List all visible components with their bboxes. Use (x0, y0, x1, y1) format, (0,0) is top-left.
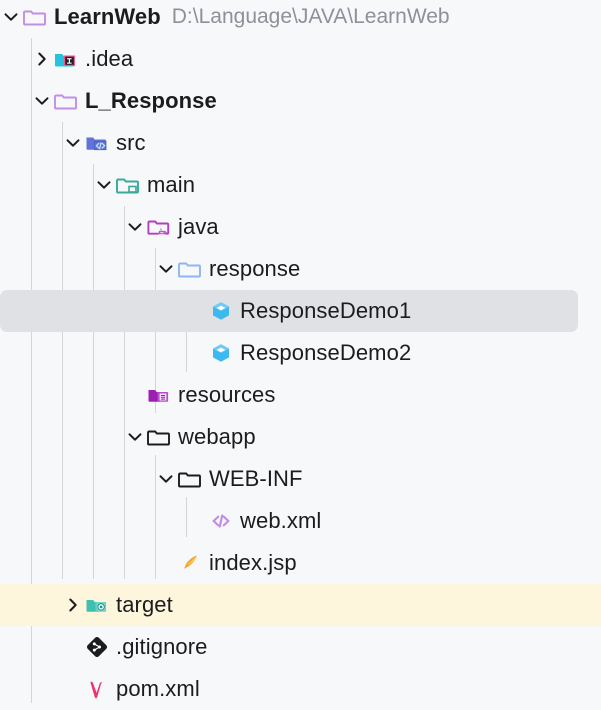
folder-package-icon (177, 256, 203, 282)
tree-row[interactable]: .gitignore (0, 626, 601, 668)
tree-row-label: target (116, 592, 173, 617)
folder-idea-icon (53, 46, 79, 72)
java-class-icon (208, 340, 234, 366)
chevron-down-icon[interactable] (155, 258, 177, 280)
folder-java-source-icon (146, 214, 172, 240)
folder-teal-icon (115, 172, 141, 198)
tree-row[interactable]: resources (0, 374, 601, 416)
expander-placeholder (186, 342, 208, 364)
folder-plain-icon (146, 424, 172, 450)
chevron-down-icon[interactable] (155, 468, 177, 490)
chevron-down-icon[interactable] (124, 426, 146, 448)
tree-row[interactable]: .idea (0, 38, 601, 80)
folder-source-root-icon (84, 130, 110, 156)
tree-row-label: .gitignore (116, 634, 208, 659)
tree-row[interactable]: LearnWeb D:\Language\JAVA\LearnWeb (0, 0, 601, 38)
tree-row-label: src (116, 130, 146, 155)
chevron-down-icon[interactable] (62, 132, 84, 154)
chevron-right-icon[interactable] (31, 48, 53, 70)
row-selection-highlight (0, 290, 578, 332)
chevron-right-icon[interactable] (62, 594, 84, 616)
tree-row-label: L_Response (85, 88, 217, 113)
tree-row-label: webapp (178, 424, 256, 449)
expander-placeholder (124, 384, 146, 406)
expander-placeholder (186, 300, 208, 322)
folder-violet-icon (22, 4, 48, 30)
tree-row[interactable]: target (0, 584, 601, 626)
tree-row-label: WEB-INF (209, 466, 303, 491)
tree-row[interactable]: main (0, 164, 601, 206)
maven-pom-icon (84, 676, 110, 702)
tree-row-label: LearnWeb (54, 4, 161, 29)
tree-row-label: ResponseDemo1 (240, 298, 412, 323)
expander-placeholder (62, 636, 84, 658)
tree-row-label: response (209, 256, 301, 281)
tree-row[interactable]: response (0, 248, 601, 290)
chevron-down-icon[interactable] (124, 216, 146, 238)
chevron-down-icon[interactable] (0, 6, 22, 28)
tree-row-label: pom.xml (116, 676, 200, 701)
folder-violet-icon (53, 88, 79, 114)
git-file-icon (84, 634, 110, 660)
tree-row-label: main (147, 172, 196, 197)
tree-row-label: index.jsp (209, 550, 297, 575)
tree-row[interactable]: index.jsp (0, 542, 601, 584)
expander-placeholder (62, 678, 84, 700)
folder-plain-icon (177, 466, 203, 492)
tree-row-label: ResponseDemo2 (240, 340, 412, 365)
tree-row[interactable]: webapp (0, 416, 601, 458)
chevron-down-icon[interactable] (31, 90, 53, 112)
project-path-text: D:\Language\JAVA\LearnWeb (171, 5, 450, 28)
tree-row[interactable]: L_Response (0, 80, 601, 122)
expander-placeholder (186, 510, 208, 532)
tree-row[interactable]: pom.xml (0, 668, 601, 710)
expander-placeholder (155, 552, 177, 574)
folder-resources-icon (146, 382, 172, 408)
tree-row[interactable]: ResponseDemo1 (0, 290, 601, 332)
tree-row-label: java (178, 214, 219, 239)
xml-file-icon (208, 508, 234, 534)
java-class-icon (208, 298, 234, 324)
tree-row[interactable]: java (0, 206, 601, 248)
tree-row[interactable]: WEB-INF (0, 458, 601, 500)
chevron-down-icon[interactable] (93, 174, 115, 196)
folder-excluded-icon (84, 592, 110, 618)
tree-row-label: web.xml (240, 508, 322, 533)
tree-row[interactable]: web.xml (0, 500, 601, 542)
tree-row-label: resources (178, 382, 276, 407)
jsp-file-icon (177, 550, 203, 576)
tree-row[interactable]: src (0, 122, 601, 164)
tree-row-label: .idea (85, 46, 134, 71)
tree-row[interactable]: ResponseDemo2 (0, 332, 601, 374)
